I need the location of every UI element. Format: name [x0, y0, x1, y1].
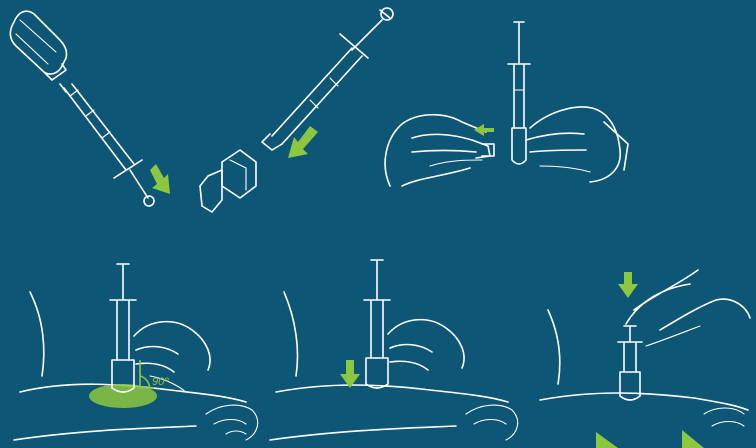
angle-label: 90º [152, 376, 169, 388]
syringe-icon [110, 264, 136, 392]
panel-position-at-90-degrees: 90º [14, 264, 258, 440]
syringe-icon [508, 22, 530, 164]
vial-icon [10, 11, 66, 80]
down-arrow-icon [618, 272, 638, 298]
down-arrow-icon [340, 360, 360, 388]
left-arrow-icon [474, 124, 494, 136]
syringe-icon [60, 84, 154, 206]
panel-press-against-skin [270, 260, 518, 440]
syringe-icon [364, 260, 390, 388]
syringe-icon [262, 8, 393, 150]
panel-remove-cap [385, 22, 628, 186]
arrow-tip-decoration [682, 430, 704, 448]
right-hand-icon [526, 107, 628, 182]
forearm-icon [540, 310, 748, 426]
syringe-icon [618, 326, 642, 400]
forearm-icon [14, 292, 258, 440]
forearm-icon [270, 292, 518, 440]
down-arrow-icon [288, 126, 318, 158]
hand-icon [388, 320, 464, 370]
hand-icon [134, 322, 210, 392]
hand-icon [626, 270, 750, 346]
adapter-icon [200, 150, 256, 212]
down-arrow-icon [150, 164, 170, 194]
panel-remove-needle-attach-adapter [200, 8, 393, 212]
panel-push-plunger [540, 270, 750, 448]
panel-withdraw-from-vial [10, 11, 170, 206]
arrow-tip-decoration [596, 432, 618, 448]
left-hand-icon [385, 115, 490, 186]
